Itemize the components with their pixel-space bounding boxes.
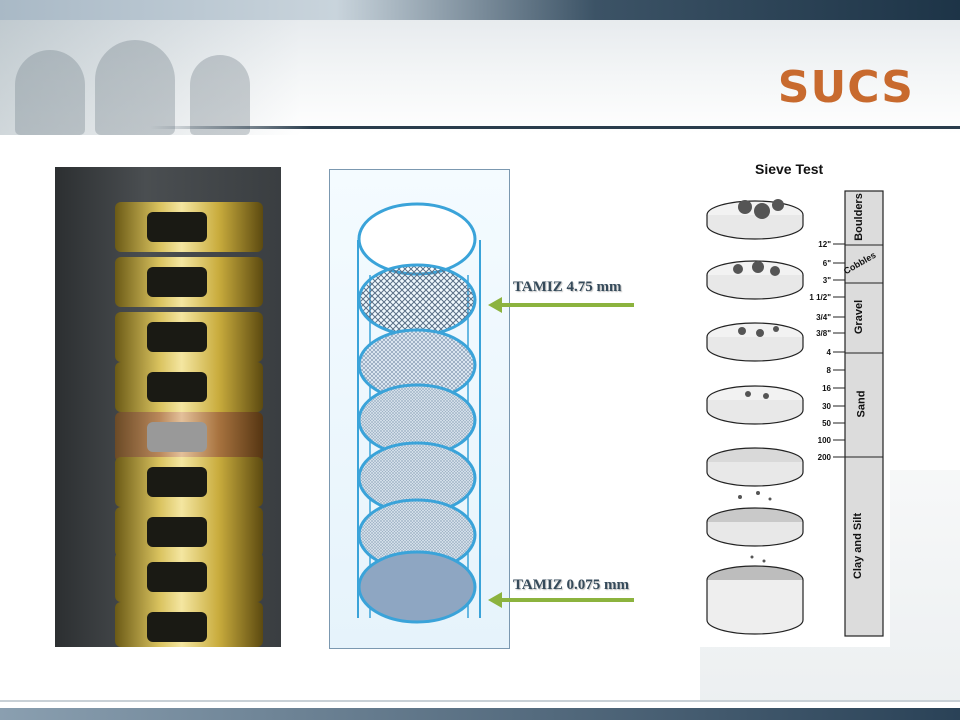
person-silhouette	[15, 50, 85, 135]
size-label: 3"	[822, 276, 831, 285]
size-label: 3/4"	[816, 313, 831, 322]
size-label: 1 1/2"	[809, 293, 831, 302]
header-rule	[150, 126, 960, 129]
footer-rule	[0, 700, 960, 702]
size-label: 16	[822, 384, 831, 393]
sieve-test-title: Sieve Test	[755, 161, 824, 177]
arrow-tamiz-4-75	[488, 297, 634, 313]
size-label: 8	[826, 366, 831, 375]
size-label: 6"	[822, 259, 831, 268]
footer-band	[0, 708, 960, 720]
label-tamiz-4-75: TAMIZ 4.75 mm	[513, 279, 622, 295]
size-label: 50	[822, 419, 831, 428]
header-photo	[0, 20, 960, 135]
size-label: 4	[826, 348, 831, 357]
class-sand: Sand	[855, 390, 868, 418]
label-tamiz-0-075: TAMIZ 0.075 mm	[513, 577, 629, 593]
class-clay-silt: Clay and Silt	[852, 512, 865, 580]
arrow-tamiz-0-075	[488, 592, 634, 608]
person-silhouette	[95, 40, 175, 135]
person-silhouette	[190, 55, 250, 135]
sieve-test-figure: Sieve Test	[700, 155, 890, 647]
sieve-diagram	[329, 169, 510, 649]
class-boulders: Boulders	[852, 193, 865, 241]
size-label: 12"	[818, 240, 831, 249]
size-label: 100	[817, 436, 831, 445]
sieve-4-75	[357, 263, 477, 337]
size-label: 30	[822, 402, 831, 411]
header-photo-fade	[0, 20, 300, 135]
class-gravel: Gravel	[853, 299, 866, 335]
sieve-stack-photo	[55, 167, 281, 647]
size-label: 200	[817, 453, 831, 462]
sieve-pan	[357, 550, 477, 624]
size-label: 3/8"	[816, 329, 831, 338]
slide-title: SUCS	[777, 62, 914, 113]
